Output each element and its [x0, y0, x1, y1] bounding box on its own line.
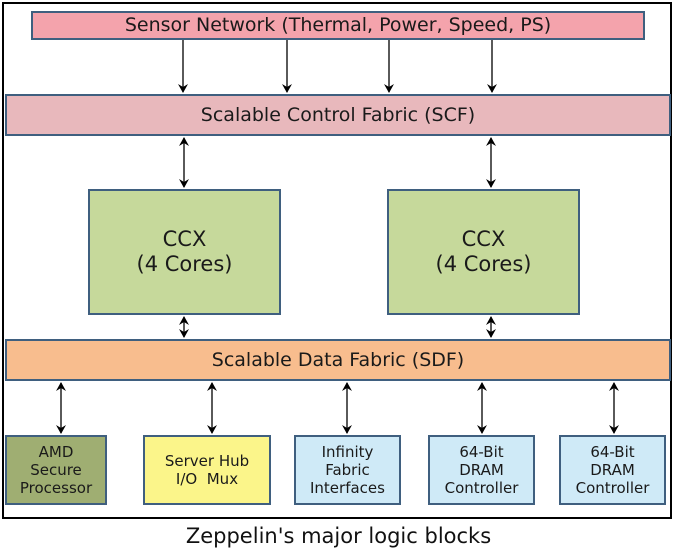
block-line: 64-Bit	[590, 443, 635, 461]
block-line: Controller	[444, 479, 519, 497]
block-line: Interfaces	[310, 479, 385, 497]
amd-secure-processor-block: AMD Secure Processor	[5, 435, 107, 505]
sdf-label: Scalable Data Fabric (SDF)	[211, 348, 465, 371]
server-hub-io-mux-block: Server Hub I/O Mux	[143, 435, 271, 505]
block-line: Processor	[19, 479, 93, 497]
scalable-data-fabric-block: Scalable Data Fabric (SDF)	[5, 339, 671, 381]
figure-caption: Zeppelin's major logic blocks	[185, 524, 492, 548]
ccx-1-title: CCX	[162, 226, 207, 251]
diagram-frame	[2, 2, 672, 519]
dram-controller-block-1: 64-Bit DRAM Controller	[428, 435, 535, 505]
scf-label: Scalable Control Fabric (SCF)	[200, 103, 476, 126]
block-line: AMD	[38, 443, 74, 461]
ccx-2-title: CCX	[461, 226, 506, 251]
block-line: Infinity	[321, 443, 374, 461]
ccx-block-2: CCX (4 Cores)	[387, 189, 580, 315]
infinity-fabric-interfaces-block: Infinity Fabric Interfaces	[294, 435, 401, 505]
block-line: 64-Bit	[459, 443, 504, 461]
sensor-network-label: Sensor Network (Thermal, Power, Speed, P…	[124, 14, 552, 37]
block-line: Server Hub	[164, 452, 250, 470]
block-line: DRAM	[459, 461, 504, 479]
sensor-network-block: Sensor Network (Thermal, Power, Speed, P…	[31, 11, 645, 40]
block-line: Secure	[30, 461, 82, 479]
ccx-block-1: CCX (4 Cores)	[88, 189, 281, 315]
scalable-control-fabric-block: Scalable Control Fabric (SCF)	[5, 94, 671, 136]
block-line: Fabric	[325, 461, 370, 479]
block-line: DRAM	[590, 461, 635, 479]
dram-controller-block-2: 64-Bit DRAM Controller	[559, 435, 666, 505]
ccx-2-subtitle: (4 Cores)	[435, 252, 532, 276]
block-line: Controller	[575, 479, 650, 497]
block-line: I/O Mux	[175, 470, 239, 488]
ccx-1-subtitle: (4 Cores)	[136, 252, 233, 276]
